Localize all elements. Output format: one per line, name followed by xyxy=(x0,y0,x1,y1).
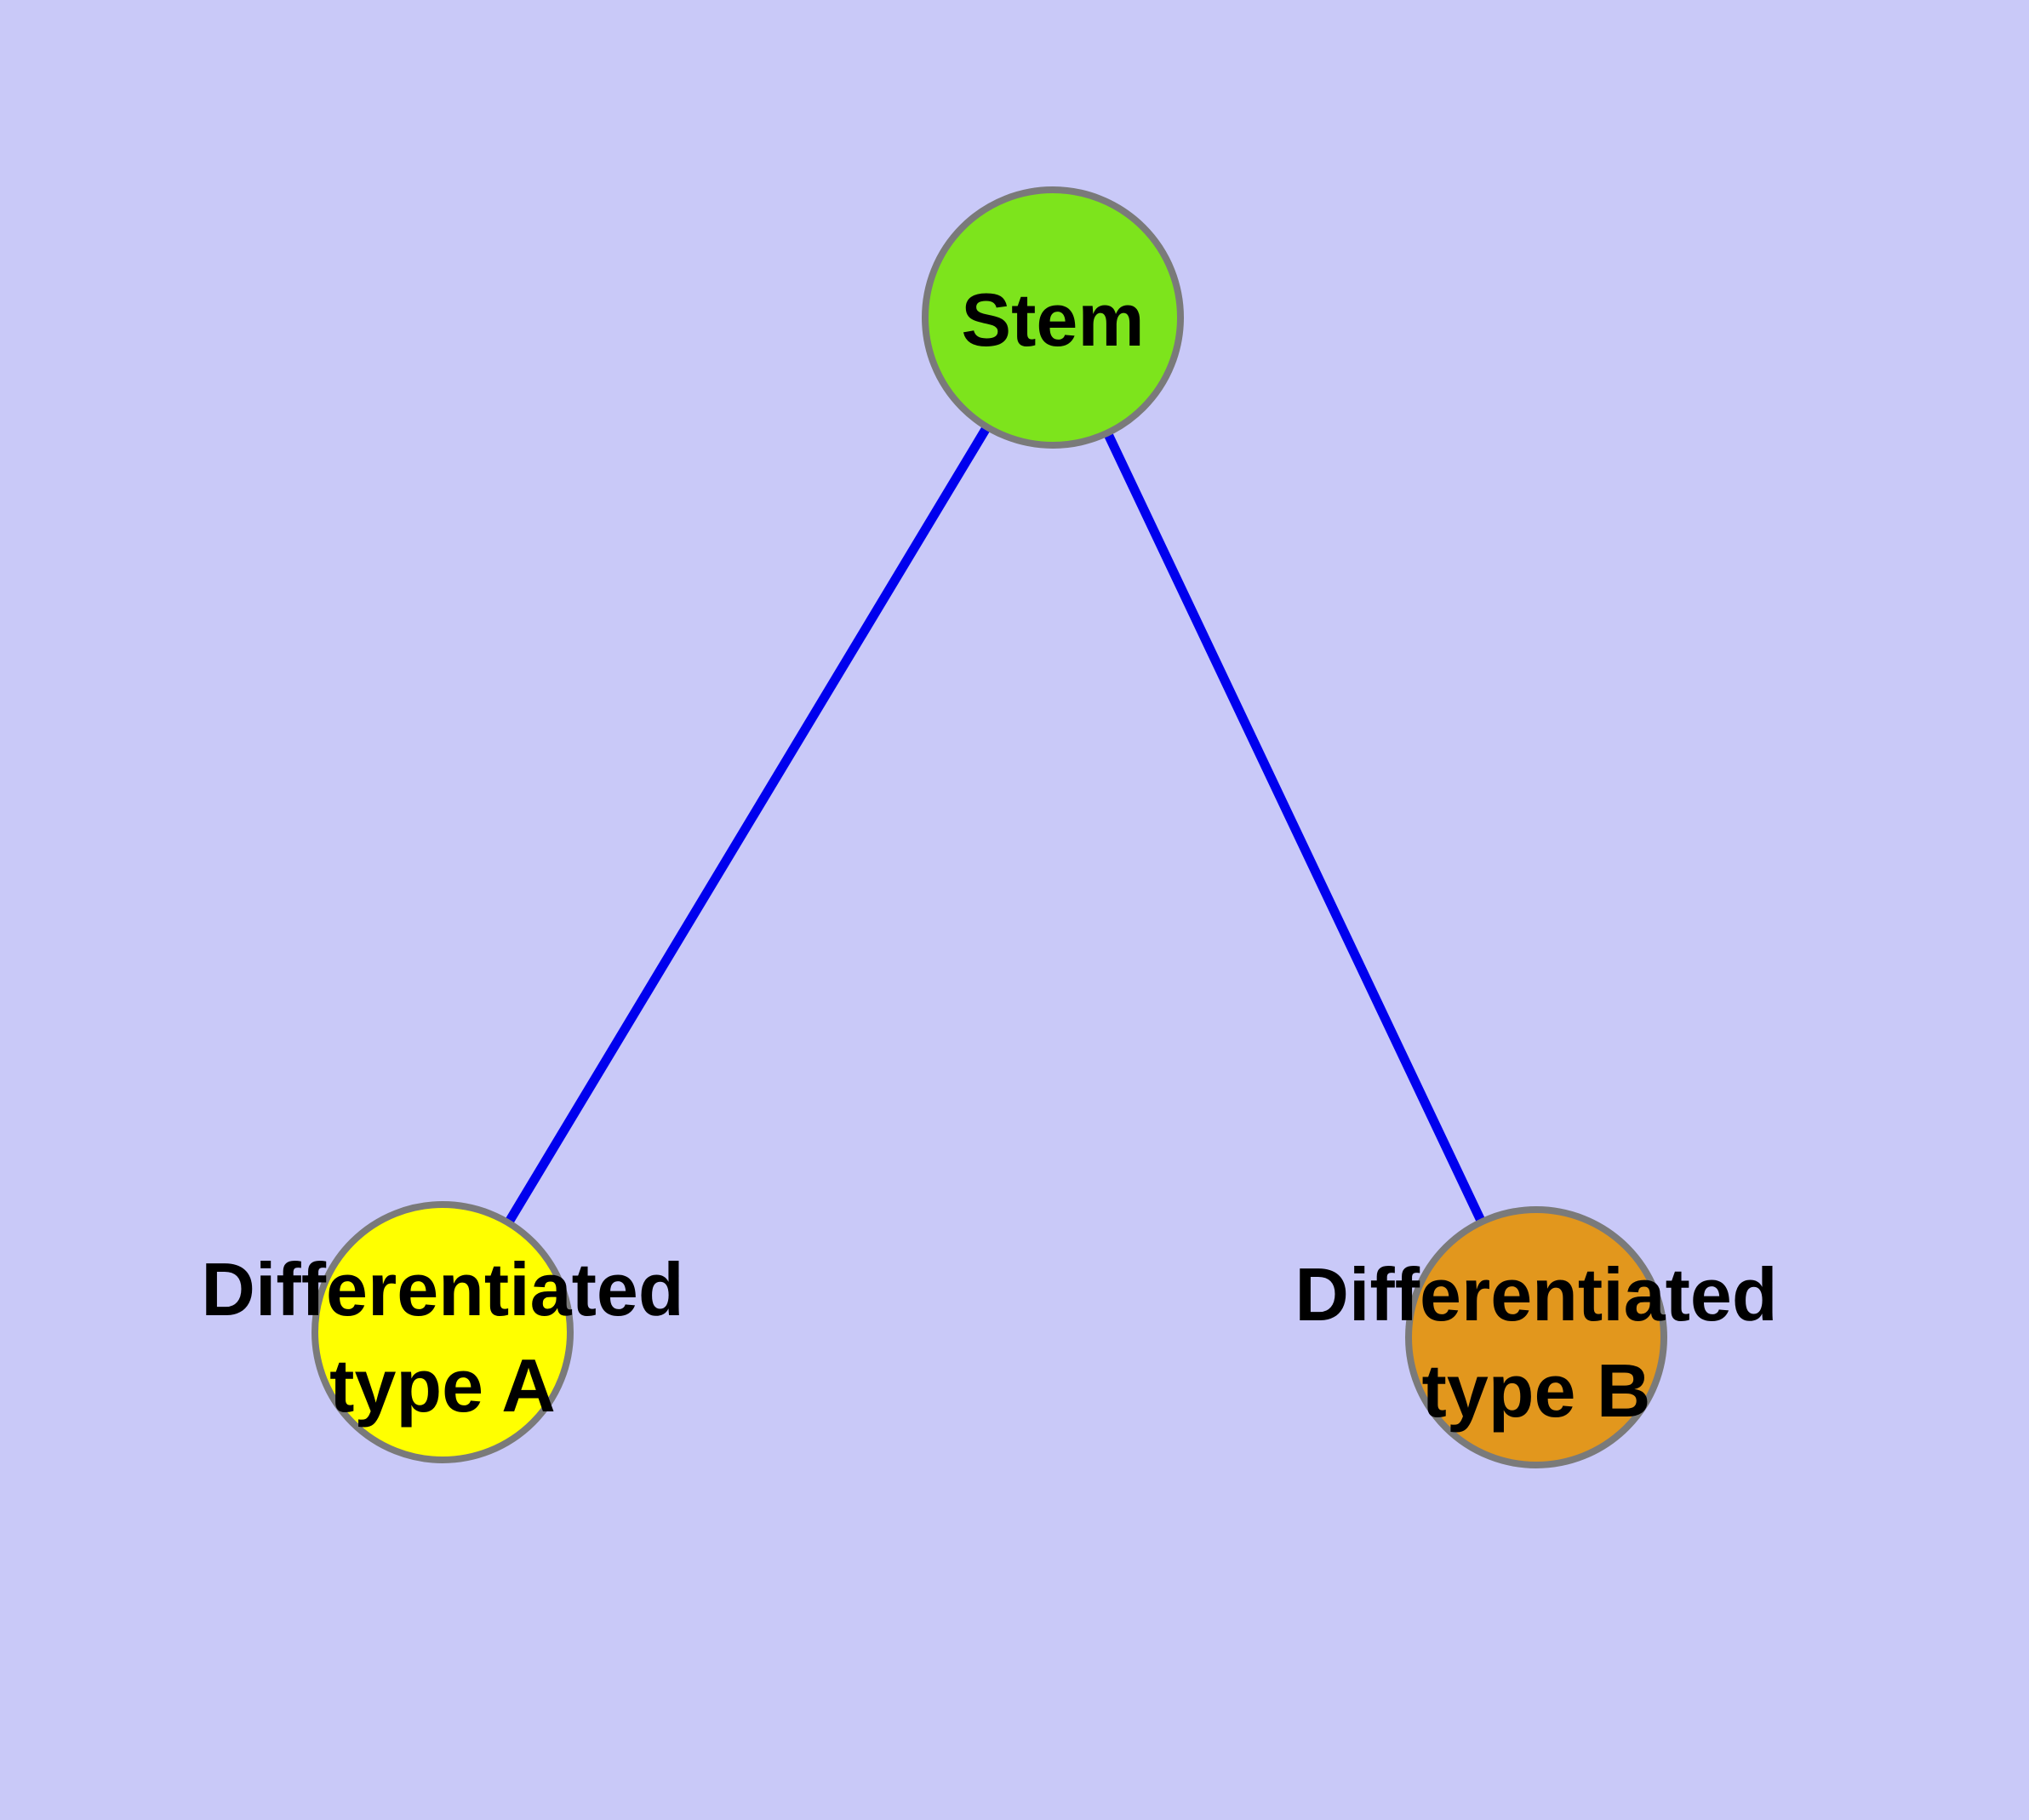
edge-stem-to-type-a xyxy=(438,315,1057,1335)
node-type-a-circle xyxy=(311,1201,574,1463)
node-type-b-label-line2: type B xyxy=(1422,1348,1651,1433)
edge-stem-to-type-b xyxy=(1049,315,1540,1340)
edge-layer xyxy=(438,315,1540,1340)
node-type-a-label-line2: type A xyxy=(329,1343,556,1428)
node-differentiated-type-a: Differentiated type A xyxy=(201,1201,684,1463)
node-stem: Stem xyxy=(922,186,1184,449)
node-differentiated-type-b: Differentiated type B xyxy=(1295,1206,1778,1468)
node-stem-label: Stem xyxy=(961,278,1144,362)
node-type-a-label-line1: Differentiated xyxy=(201,1247,683,1331)
node-type-b-label-line1: Differentiated xyxy=(1295,1252,1777,1336)
node-stem-circle xyxy=(922,186,1184,449)
node-type-b-circle xyxy=(1405,1206,1667,1468)
